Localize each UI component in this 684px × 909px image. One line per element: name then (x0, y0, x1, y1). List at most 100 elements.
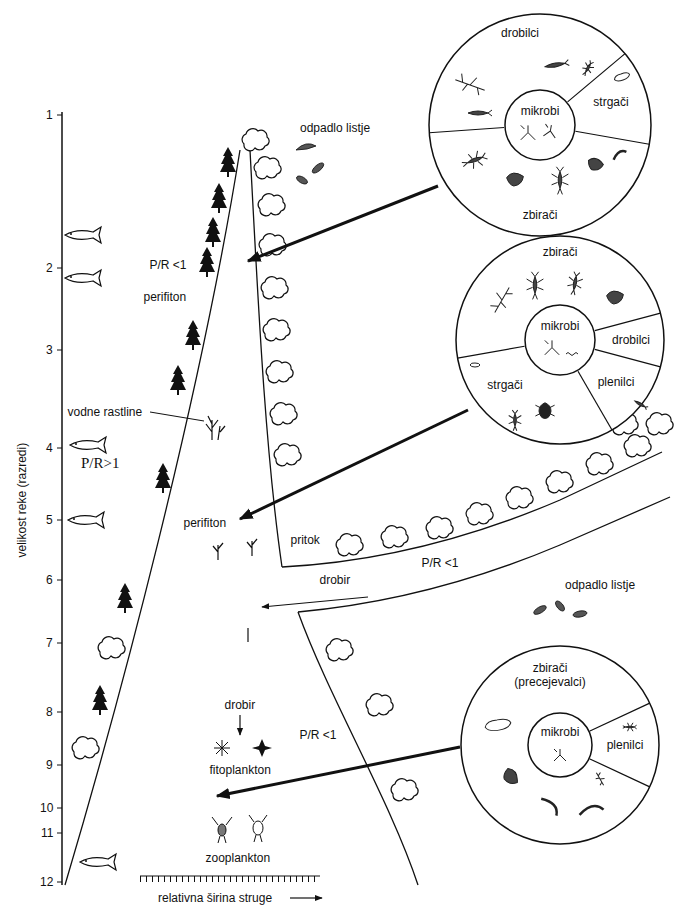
sector-divider (595, 349, 661, 367)
leaf-litter-label: odpadlo listje (300, 121, 370, 135)
fish (68, 512, 104, 528)
deciduous-tree (624, 435, 651, 457)
leaf (554, 599, 566, 612)
organism-icon (460, 149, 489, 172)
microbe-circle (525, 305, 595, 375)
microbe-circle: mikrobi (527, 712, 593, 778)
leaf-litter-label: odpadlo listje (565, 578, 635, 592)
guild-label: zbirači (543, 245, 578, 259)
phytoplankton-symbol (214, 740, 230, 756)
deciduous-tree (426, 517, 453, 539)
microbe-circle: mikrobi (524, 304, 596, 376)
organism-icon (554, 749, 566, 761)
axis-tick-label: 1 (46, 108, 53, 122)
organism-icon (580, 801, 604, 821)
pointer-arrow (248, 186, 438, 261)
conifer-tree (211, 183, 227, 213)
deciduous-tree (366, 694, 393, 716)
organism-icon (521, 125, 535, 139)
organism-icon (552, 167, 569, 195)
deciduous-tree (258, 194, 285, 216)
zooplankton-label: zooplankton (206, 851, 271, 865)
deciduous-tree (72, 737, 99, 759)
tributary-bank (282, 452, 662, 567)
phytoplankton-symbol (252, 739, 272, 757)
axis-title: velikost reke (razredi) (15, 443, 29, 558)
periphyton-label: perifiton (184, 516, 227, 530)
deciduous-tree (336, 534, 363, 556)
deciduous-tree (242, 129, 269, 151)
guild-circle (456, 236, 664, 444)
leaf (532, 604, 547, 616)
sector-divider (590, 759, 650, 787)
microbe-circle-outline (504, 89, 576, 161)
tributary-bank (298, 497, 670, 612)
organism-icon (468, 110, 492, 116)
organism-icon (541, 797, 557, 818)
aquatic-plant (206, 416, 225, 440)
flow-arrow (239, 715, 240, 735)
fish (65, 227, 101, 243)
sector-divider (429, 128, 504, 133)
deciduous-tree (274, 444, 301, 466)
detritus-label: drobir (225, 698, 256, 712)
width-arrow (290, 897, 322, 898)
axis-title: relativna širina struge (158, 891, 272, 905)
axis-tick-label: 7 (46, 636, 53, 650)
zooplankton-symbol (212, 815, 267, 843)
deciduous-tree (381, 526, 408, 548)
organism-icon (545, 340, 559, 354)
leader-line (150, 412, 204, 421)
deciduous-tree (254, 157, 281, 179)
pr-ratio-label: P/R <1 (300, 728, 337, 742)
conifer-tree (117, 583, 133, 613)
microbe-circle-outline (527, 712, 593, 778)
microbe-circle (528, 713, 592, 777)
guild-circle: drobilcistrgačizbiračimikrobi (428, 13, 652, 237)
deciduous-tree (391, 779, 418, 801)
pointer-arrow (240, 410, 468, 519)
axis-tick-label: 6 (46, 573, 53, 587)
organism-icon (470, 363, 480, 367)
deciduous-tree (506, 487, 533, 509)
pr-ratio-label: P/R <1 (150, 258, 187, 272)
organism-icon (593, 771, 607, 787)
organism-icon (614, 151, 627, 160)
microbe-circle (505, 90, 575, 160)
deciduous-tree (546, 471, 573, 493)
deciduous-tree (263, 319, 290, 341)
axis-tick-label: 4 (46, 441, 53, 455)
aquatic-plant (213, 543, 223, 560)
organism-icon (607, 291, 624, 304)
phytoplankton-label: fitoplankton (210, 763, 271, 777)
guild-label: strgači (487, 378, 522, 392)
aquatic-plant (247, 539, 257, 556)
organism-icon (613, 71, 630, 83)
organism-icon (566, 353, 578, 356)
fish (70, 437, 106, 453)
deciduous-tree (270, 403, 297, 425)
river-bank (298, 612, 418, 885)
conifer-tree (185, 320, 201, 350)
organism-icon (634, 399, 648, 409)
axis-tick-label: 3 (46, 343, 53, 357)
axis-tick-label: 8 (46, 705, 53, 719)
tributary-label: pritok (291, 533, 320, 547)
organism-icon (509, 410, 522, 431)
organism-icon (566, 271, 584, 296)
microbe-circle-outline (524, 304, 596, 376)
organism-icon (507, 173, 524, 186)
organism-icon (501, 766, 521, 787)
organism-icon (586, 156, 605, 172)
conifer-tree (199, 247, 215, 277)
microbe-circle: mikrobi (504, 89, 576, 161)
guild-circle: zbirači (precejevalci)plenilcimikrobi (460, 645, 660, 845)
aquatic-plants-label: vodne rastline (68, 405, 143, 419)
guild-label: strgači (593, 95, 628, 109)
fish (65, 270, 101, 286)
organism-icon (580, 59, 597, 78)
conifer-tree (170, 365, 186, 395)
sector-divider (595, 313, 661, 331)
axis-line (61, 112, 63, 885)
